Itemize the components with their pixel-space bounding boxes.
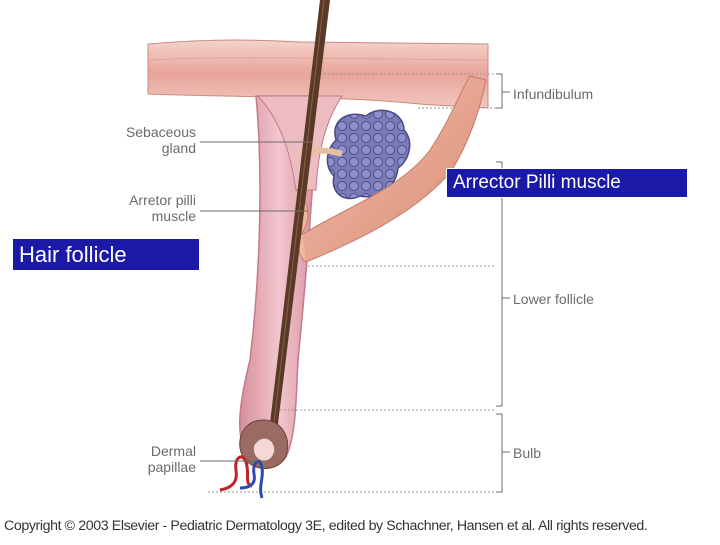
label-dermal-papillae-line1: Dermal — [150, 443, 196, 459]
overlay-hair-follicle: Hair follicle — [12, 238, 200, 271]
label-dermal-papillae-line2: papillae — [147, 459, 196, 475]
copyright-notice: Copyright © 2003 Elsevier - Pediatric De… — [4, 518, 648, 534]
label-dermal-papillae: Dermal papillae — [104, 443, 196, 475]
label-sebaceous-gland-line2: gland — [161, 140, 196, 156]
label-sebaceous-gland-line1: Sebaceous — [125, 124, 196, 140]
label-infundibulum: Infundibulum — [513, 86, 594, 102]
sebaceous-gland-shape — [326, 109, 411, 200]
label-sebaceous-gland: Sebaceous gland — [104, 124, 196, 156]
label-lower-follicle: Lower follicle — [513, 291, 594, 307]
label-bulb: Bulb — [513, 445, 542, 461]
label-arretor-pilli-muscle: Arretor pilli muscle — [104, 192, 196, 224]
label-arretor-pilli-line2: muscle — [151, 208, 196, 224]
arrector-pili-muscle-shape — [299, 75, 487, 263]
dermal-papilla — [253, 438, 275, 461]
capillary-red — [219, 455, 253, 492]
label-arretor-pilli-line1: Arretor pilli — [129, 192, 196, 208]
hair-shaft — [268, 0, 330, 440]
overlay-arrector-pilli-muscle: Arrector Pilli muscle — [446, 168, 688, 198]
capillary-blue — [239, 459, 264, 499]
